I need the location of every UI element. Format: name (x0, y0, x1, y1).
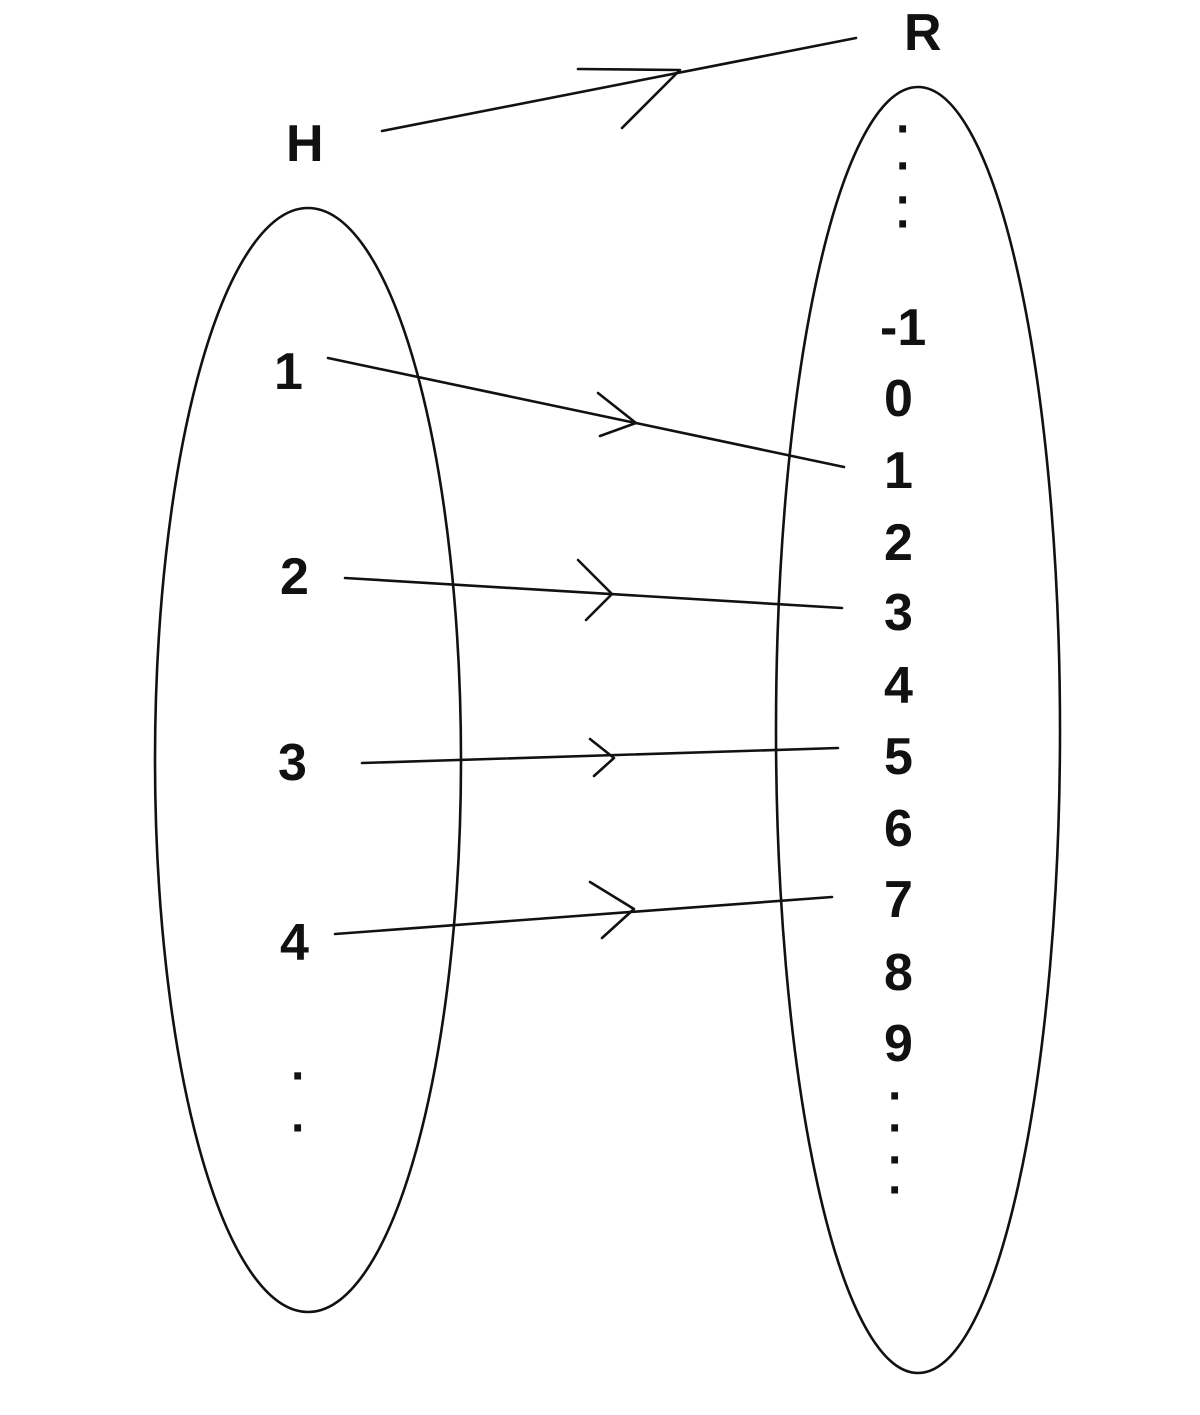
codomain-element: 0 (884, 370, 913, 428)
codomain-element: 1 (884, 442, 913, 500)
set-mapping-arrowhead (576, 67, 682, 130)
mapping-arrowhead (596, 391, 638, 438)
mapping-arrow-line (360, 746, 840, 765)
mapping-arrow-2-to-3 (343, 558, 844, 622)
mapping-arrow-4-to-7 (333, 880, 834, 940)
set-mapping-arrow-line (380, 36, 858, 133)
mapping-arrow-line (333, 895, 834, 936)
codomain-element: 5 (884, 728, 913, 786)
domain-element: 2 (280, 548, 309, 606)
codomain-bottom-continuation-dot: · (888, 1102, 904, 1155)
domain-set-label: H (286, 115, 324, 173)
mapping-arrow-line (343, 576, 844, 610)
domain-element: 3 (278, 734, 307, 792)
mapping-arrow-3-to-5 (360, 737, 840, 778)
mapping-arrow-line (326, 356, 846, 469)
codomain-bottom-continuation-dot: · (888, 1164, 904, 1217)
codomain-element: 4 (884, 657, 913, 715)
codomain-bottom-continuation-dot: · (888, 1134, 904, 1187)
codomain-element: 6 (884, 800, 913, 858)
mapping-arrowhead (588, 880, 636, 940)
codomain-element: 9 (884, 1015, 913, 1073)
codomain-set-label: R (904, 4, 942, 62)
mapping-arrowhead (588, 737, 616, 778)
domain-element: 4 (280, 914, 309, 972)
codomain-element: 3 (884, 584, 913, 642)
domain-set-oval (153, 206, 463, 1314)
codomain-element: 7 (884, 871, 913, 929)
domain-continuation-dot: · (291, 1050, 307, 1103)
codomain-set-oval (774, 85, 1062, 1375)
mapping-arrowhead (576, 558, 614, 622)
codomain-top-continuation-dot: · (896, 174, 912, 227)
domain-continuation-dot: · (291, 1102, 307, 1155)
codomain-top-continuation-dot: · (896, 140, 912, 193)
codomain-element: 2 (884, 514, 913, 572)
codomain-top-continuation-dot: · (896, 103, 912, 156)
mapping-arrow-1-to-1 (326, 356, 846, 469)
codomain-element: 8 (884, 944, 913, 1002)
codomain-bottom-continuation-dot: · (888, 1070, 904, 1123)
codomain-element: -1 (880, 299, 926, 357)
codomain-top-continuation-dot: · (896, 198, 912, 251)
domain-element: 1 (274, 343, 303, 401)
